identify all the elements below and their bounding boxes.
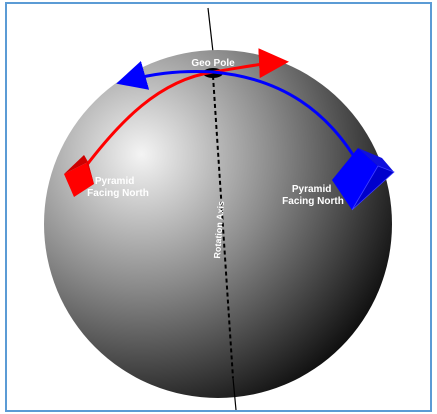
rotation-axis-label: Rotation Axis — [212, 201, 226, 259]
left-pyramid — [64, 155, 94, 197]
left-pyramid-label: Pyramid Facing North — [87, 176, 149, 199]
right-pyramid-label: Pyramid Facing North — [282, 184, 344, 207]
blue-arc — [116, 60, 365, 173]
red-arc — [78, 48, 289, 175]
sphere — [44, 50, 392, 398]
axis-line-top — [207, 7, 214, 53]
geo-pole-label: Geo Pole — [191, 58, 235, 69]
axis-line-bottom — [232, 377, 237, 411]
axis-line-dashed — [212, 75, 234, 379]
right-pyramid — [332, 148, 395, 211]
frame-border — [5, 2, 432, 412]
